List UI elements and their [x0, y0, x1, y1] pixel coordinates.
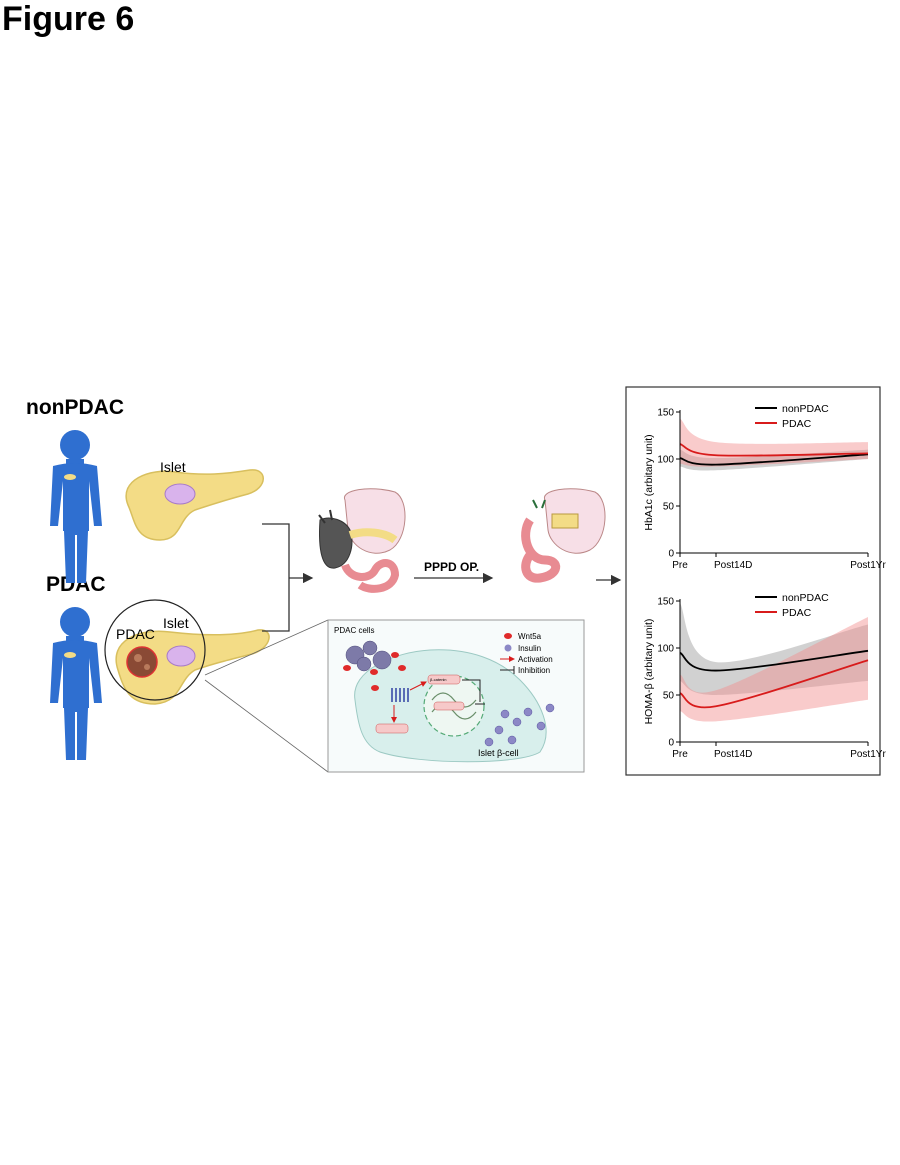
anatomy-after-icon [521, 488, 606, 583]
x-tick-label: Pre [672, 560, 688, 571]
y-tick-label: 50 [663, 502, 675, 513]
x-tick-label: Post1Yr [850, 560, 886, 571]
x-tick-label: Post14D [714, 749, 752, 760]
chart-panel-frame [625, 386, 881, 776]
surgery-label: PPPD OP. [424, 560, 479, 574]
legend-insulin: Insulin [518, 644, 541, 653]
y-axis-label: HOMA-β (arbitary unit) [643, 619, 655, 725]
zoom-circle [104, 599, 206, 701]
islet-beta-cell-label: Islet β-cell [478, 748, 519, 758]
legend-label-nonpdac: nonPDAC [782, 403, 829, 415]
y-tick-label: 0 [668, 549, 674, 560]
y-tick-label: 100 [657, 644, 674, 655]
series-line-nonpdac [679, 453, 869, 466]
legend-label-pdac: PDAC [782, 418, 812, 430]
zoom-line-bottom [204, 679, 329, 773]
x-tick-label: Post1Yr [850, 749, 886, 760]
beta-catenin-label: β-catenin [430, 677, 447, 682]
zoom-line-top [204, 619, 329, 676]
legend-label-pdac: PDAC [782, 607, 812, 619]
ci-band-pdac [680, 418, 868, 467]
series-line-pdac [679, 443, 869, 457]
y-tick-label: 50 [663, 691, 675, 702]
legend-activation: Activation [518, 655, 553, 664]
y-tick-label: 0 [668, 738, 674, 749]
human-figure-pdac-icon [50, 607, 102, 760]
anatomy-before-icon [318, 488, 406, 593]
group-label-pdac: PDAC [46, 573, 106, 596]
legend-inhibition: Inhibition [518, 666, 550, 675]
ci-band-nonpdac [680, 602, 868, 695]
pancreas-nonpdac [125, 469, 264, 541]
human-figure-nonpdac-icon [50, 430, 102, 583]
legend-label-nonpdac: nonPDAC [782, 592, 829, 604]
series-line-nonpdac [679, 649, 869, 672]
y-tick-label: 100 [657, 455, 674, 466]
series-line-pdac [679, 659, 869, 709]
y-axis-label: HbA1c (arbitary unit) [643, 434, 655, 530]
merge-bracket [262, 523, 314, 632]
pdac-cells-label: PDAC cells [334, 626, 374, 635]
islet-label-nonpdac: Islet [160, 459, 186, 475]
figure-title: Figure 6 [2, 0, 135, 38]
legend-wnt5a: Wnt5a [518, 632, 542, 641]
x-tick-label: Post14D [714, 560, 752, 571]
pancreas-pdac [115, 629, 270, 705]
mechanism-inset [327, 619, 585, 773]
tumor-label: PDAC [116, 626, 155, 642]
islet-label-pdac: Islet [163, 615, 189, 631]
ci-band-pdac [680, 616, 868, 722]
y-tick-label: 150 [657, 597, 674, 608]
x-tick-label: Pre [672, 749, 688, 760]
y-tick-label: 150 [657, 408, 674, 419]
group-label-nonpdac: nonPDAC [26, 396, 124, 419]
